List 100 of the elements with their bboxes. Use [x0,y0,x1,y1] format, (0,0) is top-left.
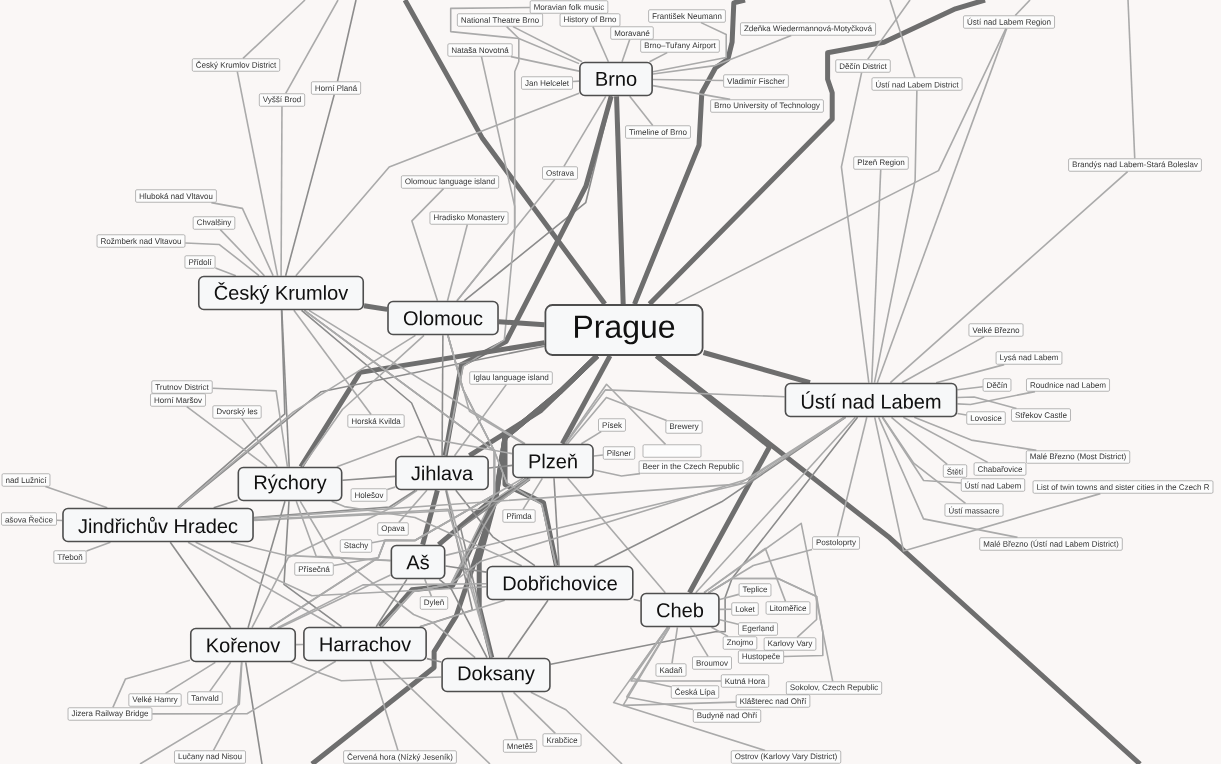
link-line [593,469,641,477]
label-box: Kutná Hora [720,674,770,688]
link-line [612,626,766,752]
link-line [211,387,289,468]
link-line [251,489,418,629]
link-line [876,27,1008,384]
label-box: Jan Helcelet [521,76,573,90]
link-line [501,691,519,741]
label-box: Děčín District [835,59,891,73]
label-box: Brno University of Technology [710,99,824,113]
link-line [549,416,859,665]
link-line [902,416,989,464]
label-box: Holešov [350,488,388,502]
link-line [293,309,372,416]
link-line [184,242,260,277]
link-line [194,541,488,597]
link-line [276,582,488,629]
link-line [621,38,631,63]
label-box: Moravané [610,26,654,40]
label-box: Postoloprty [812,536,860,550]
link-line [956,412,968,416]
link-line [652,34,793,75]
link-line [212,499,239,509]
link-line [280,105,283,277]
label-box: Brewery [665,420,703,434]
label-box: Malé Březno (Ústí nad Labem District) [979,537,1123,551]
link-line [840,71,870,384]
topic-box: Olomouc [387,300,499,336]
label-box: Tanvald [187,691,223,705]
label-box: Egerland [738,622,778,636]
label-box: Český Krumlov District [191,58,281,72]
link-line [564,383,667,446]
link-line [336,435,513,468]
label-box: Horní Maršov [150,393,206,407]
label-box: nad Lužnicí [1,473,51,487]
link-line [397,489,428,524]
link-line [289,661,443,682]
link-line [652,84,731,101]
link-line [300,309,436,457]
link-line [510,55,580,72]
link-line [426,657,443,663]
link-line [507,599,549,659]
link-line [169,541,232,629]
link-line [446,223,469,302]
link-line [442,95,614,457]
link-line [956,390,1036,406]
link-line [866,0,911,61]
label-box: Jizera Railway Bridge [67,707,153,721]
link-line [241,417,279,468]
link-line [890,416,948,466]
topic-box: Kořenov [189,627,297,663]
link-line [230,541,392,562]
link-line [1127,0,1136,160]
label-box: Budyně nad Ohří [692,709,762,723]
link-line [438,578,488,659]
label-box: Krabčice [542,733,582,747]
label-box: Hluboká nad Vltavou [135,189,217,203]
label-box: Plzeň Region [853,156,909,170]
label-box: Broumov [692,656,732,670]
link-line [453,383,508,457]
link-line [44,485,109,509]
link-line [614,96,626,305]
link-line [522,477,544,511]
link-line [836,416,868,538]
link-line [441,334,444,457]
link-line [560,354,613,445]
label-box: Velké Březno [968,323,1024,337]
link-line [553,477,560,567]
topic-box: Aš [390,544,446,580]
link-line [498,319,545,328]
link-line [632,0,746,306]
topic-box: Ústí nad Labem [784,382,958,418]
label-box: Písek [598,418,626,432]
label-box: Chabařovice [973,462,1027,476]
topic-box: Rýchory [237,466,343,502]
label-box: Česká Lípa [670,685,720,699]
label-box: Nataša Novotná [447,43,513,57]
label-box: Ústí massacre [944,503,1004,517]
label-box: Pilsner [602,446,636,460]
label-box: Kadaň [655,663,687,677]
link-line [444,55,516,457]
link-line [593,416,847,567]
label-box: Děčín [982,378,1012,392]
label-box: Zdeňka Wiedermannová-Motyčková [740,22,876,36]
link-line [702,350,811,386]
topic-box: Prague [544,304,704,356]
link-line [382,660,491,764]
link-line [488,464,513,469]
label-box: Brno–Tuřany Airport [640,39,720,53]
link-line [212,661,243,752]
label-box: Brandýs nad Labem-Stará Boleslav [1068,158,1202,172]
label-box: Vladimír Fischer [723,74,789,88]
link-line [913,416,1038,452]
link-line [694,416,857,594]
link-line [870,168,882,384]
link-line [707,577,824,658]
link-line [164,661,217,695]
link-line [632,598,642,602]
label-box: National Theatre Brno [457,13,543,27]
link-line [652,78,725,82]
